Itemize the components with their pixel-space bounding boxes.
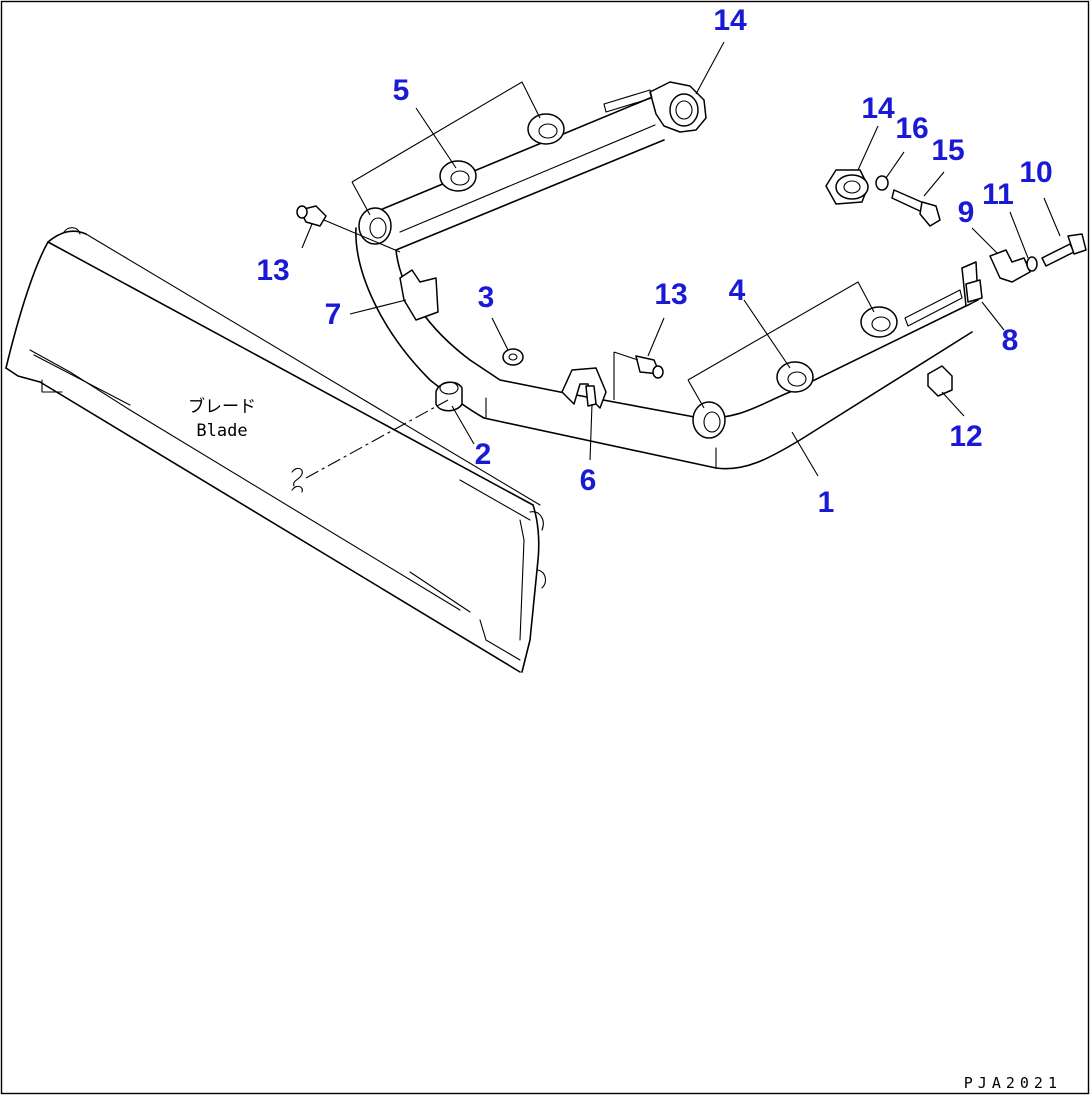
leader-lines <box>301 41 1061 477</box>
bracket-8 <box>965 279 983 303</box>
washer-16 <box>875 175 889 191</box>
cap-14-detail <box>825 169 869 205</box>
bushing-4-group <box>687 281 898 439</box>
callout-8: 8 <box>1002 324 1019 357</box>
callout-5: 5 <box>393 74 410 107</box>
callout-2: 2 <box>475 438 492 471</box>
callout-4: 4 <box>729 274 746 307</box>
callout-7: 7 <box>325 298 342 331</box>
callout-3: 3 <box>478 281 495 314</box>
bracket-6 <box>561 367 607 409</box>
callout-14-detail: 14 <box>861 92 895 125</box>
washer-11 <box>1026 256 1038 272</box>
fitting-13-left <box>296 205 401 253</box>
washer-3 <box>502 348 524 366</box>
callout-6: 6 <box>580 464 597 497</box>
callout-1: 1 <box>818 486 835 519</box>
clamp-9 <box>989 249 1031 283</box>
bolt-15 <box>891 189 941 227</box>
blade-label-en: Blade <box>196 421 247 441</box>
callout-12: 12 <box>949 420 982 453</box>
callout-11: 11 <box>982 178 1014 211</box>
callout-9: 9 <box>958 196 975 229</box>
callout-13-left: 13 <box>256 254 289 287</box>
callout-13-right: 13 <box>654 278 687 311</box>
plate-7 <box>399 269 439 321</box>
callout-15: 15 <box>931 134 964 167</box>
blade-drawing <box>5 227 547 673</box>
bolt-10 <box>1041 233 1087 267</box>
block-12 <box>927 365 953 397</box>
callout-14-top: 14 <box>713 4 747 37</box>
callout-16: 16 <box>895 112 928 145</box>
bushing-5-group <box>351 81 565 245</box>
drawing-code: PJA2021 <box>964 1074 1062 1092</box>
fitting-13-right <box>613 351 664 400</box>
callout-labels: 1 2 3 4 5 6 7 8 9 10 11 12 13 13 14 14 1… <box>256 4 1052 519</box>
bushing-2 <box>435 381 463 412</box>
centerline <box>291 399 449 493</box>
blade-label-jp: ブレード <box>188 396 256 417</box>
callout-10: 10 <box>1019 156 1052 189</box>
